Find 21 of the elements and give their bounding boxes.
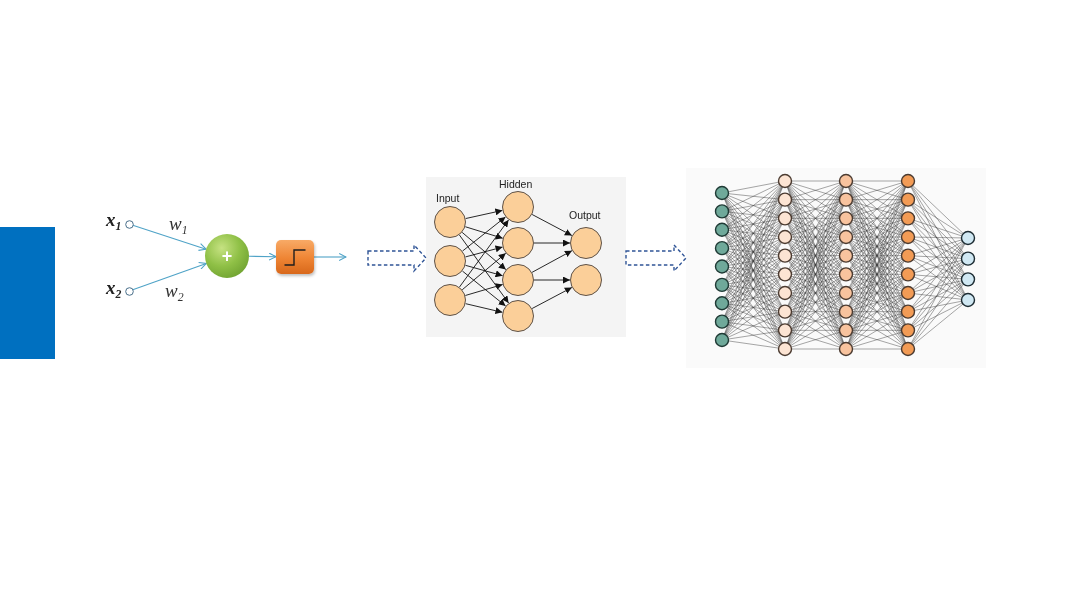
arrow [248,252,277,261]
neuron-circle [570,264,602,296]
neuron-circle [434,284,466,316]
block-arrow [625,243,687,273]
block-arrow [367,243,427,273]
neuron-circle [434,245,466,277]
neuron-circle [434,206,466,238]
deep-network-illustration [686,168,986,368]
neuron-circle [502,264,534,296]
sum-circle: + [205,234,249,278]
arrow [132,261,207,291]
variable-label: x$_{1}$ [106,210,122,229]
variable-label: x$_{2}$ [106,278,122,297]
neuron-circle [502,300,534,332]
neuron-circle [502,227,534,259]
neuron-circle [502,191,534,223]
neuron-circle [570,227,602,259]
network-panel [426,177,626,337]
activation-box [276,240,314,274]
arrow [132,224,207,251]
arrow [313,252,347,262]
